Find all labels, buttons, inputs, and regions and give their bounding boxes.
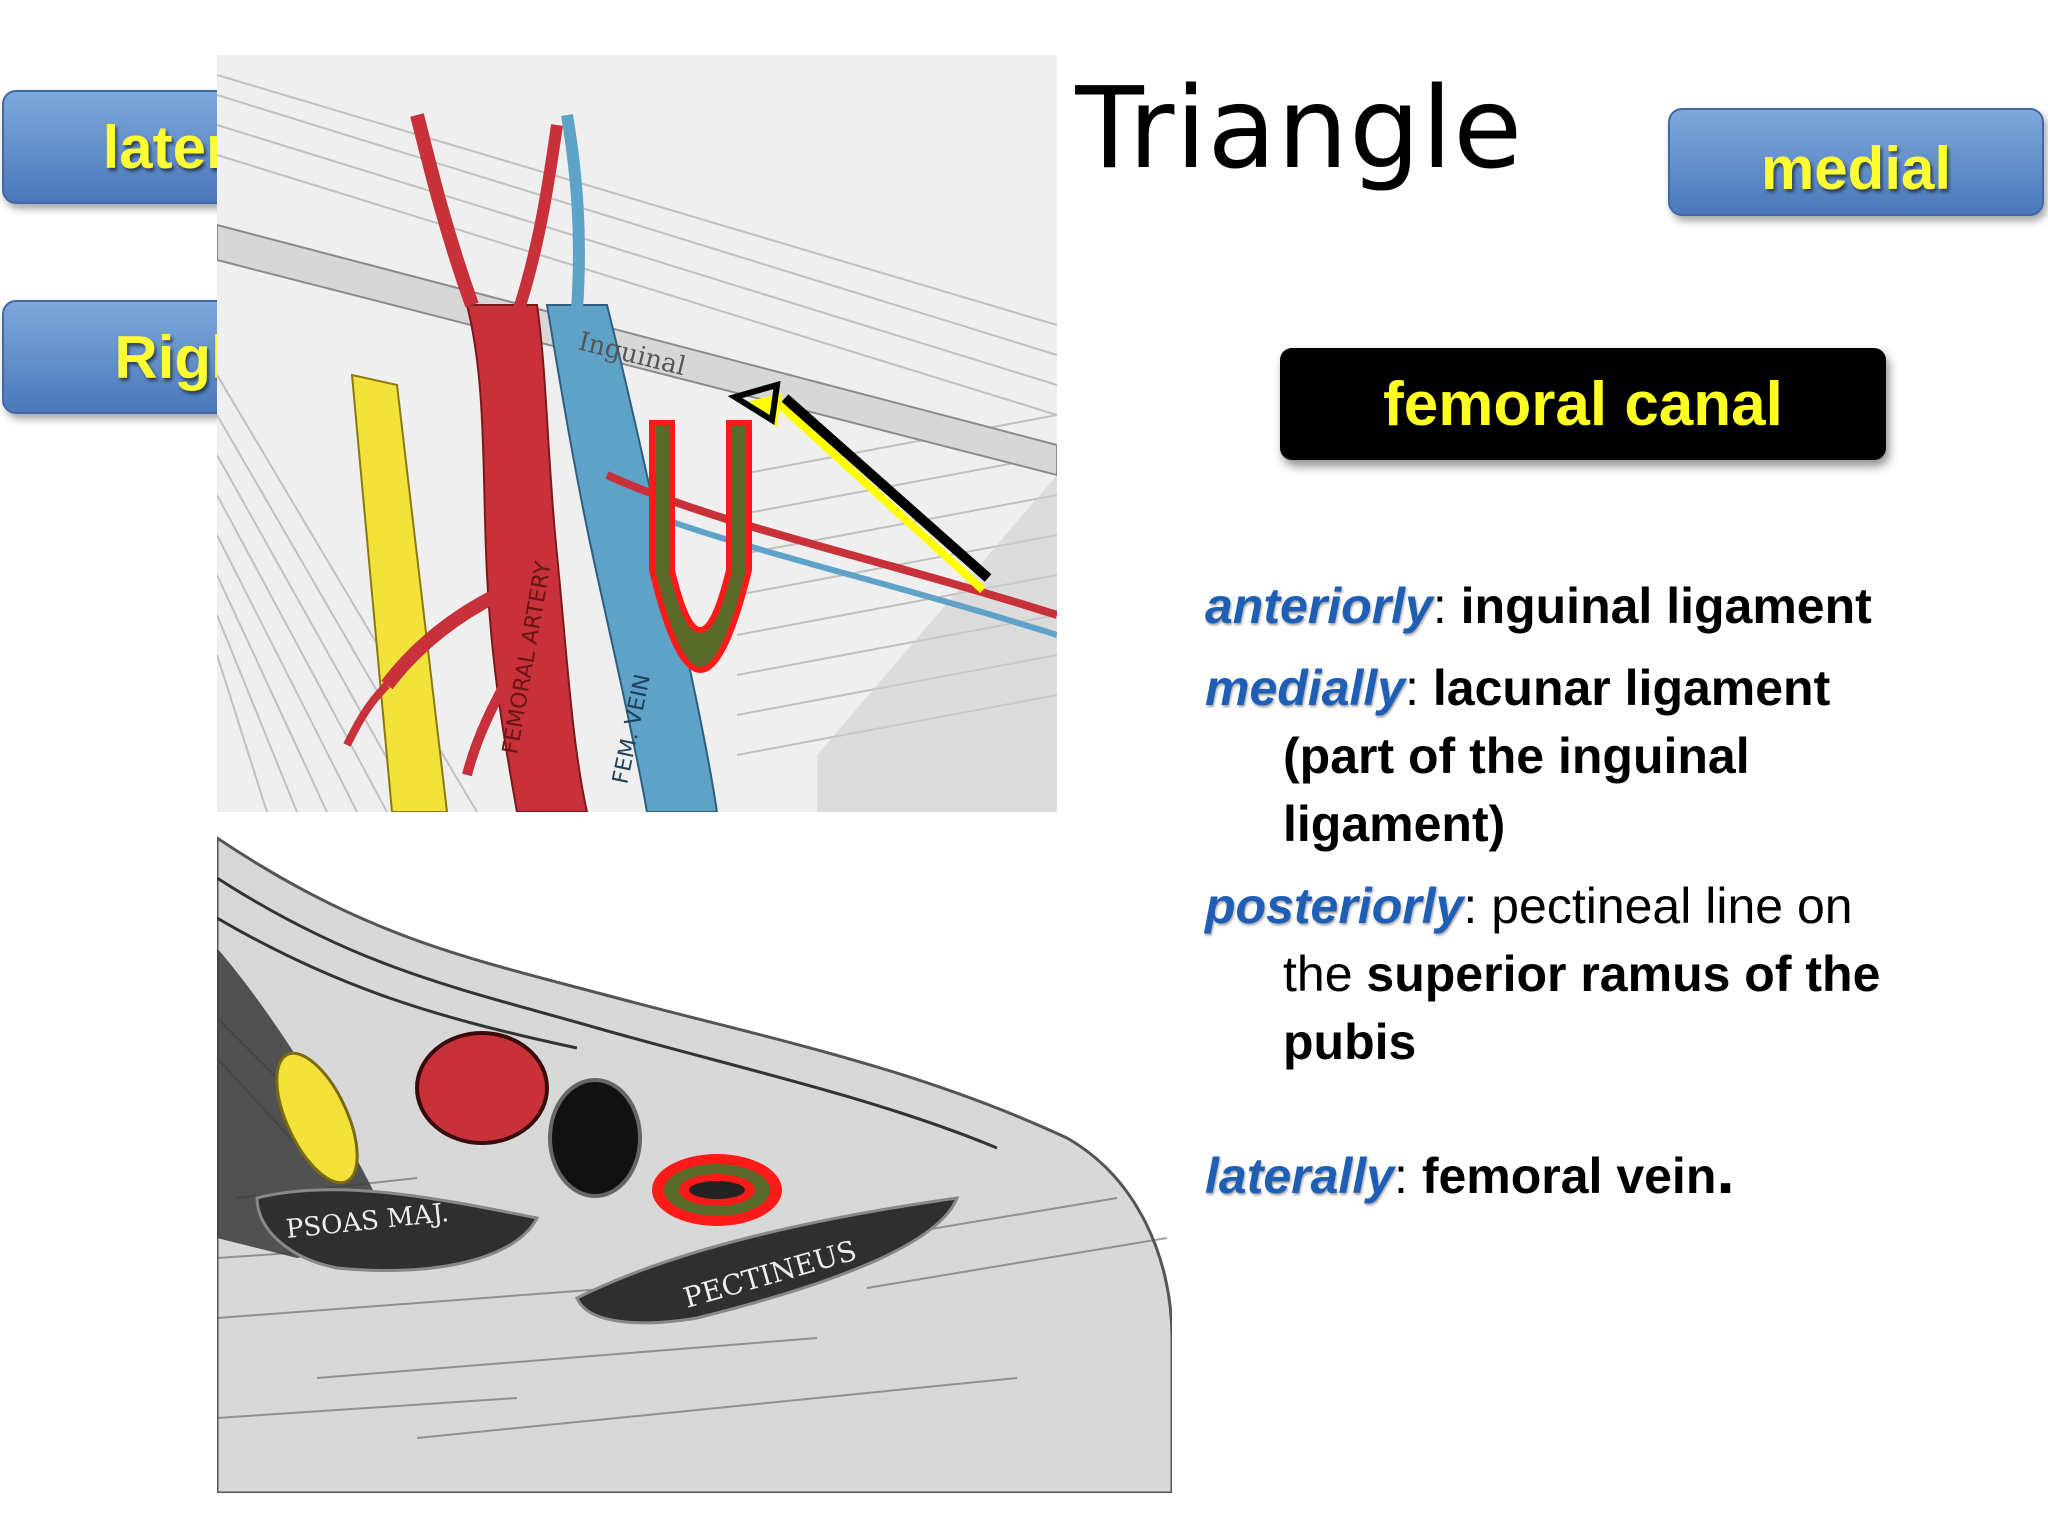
cross-section-illustration: PSOAS MAJ. PECTINEUS	[217, 818, 1172, 1493]
posteriorly-text-1: pectineal line on	[1491, 878, 1853, 934]
medially-text-2: (part of the inguinal	[1283, 728, 1750, 784]
femoral-canal-box: femoral canal	[1280, 348, 1886, 460]
keyword-posteriorly: posteriorly	[1205, 878, 1464, 934]
pectineus-muscle	[575, 1196, 960, 1325]
medially-text-3: ligament)	[1283, 796, 1506, 852]
femoral-artery-shape	[465, 304, 589, 812]
femoral-vein-shape	[545, 304, 719, 812]
artery-section	[415, 1031, 549, 1145]
femoral-triangle-illustration: Inguinal FEMORAL ARTERY FEM. VEIN	[217, 55, 1057, 812]
keyword-medially: medially	[1205, 660, 1406, 716]
femoral-canal-text: femoral canal	[1383, 369, 1783, 439]
laterally-text: femoral vein	[1421, 1148, 1717, 1204]
psoas-muscle	[255, 1188, 540, 1273]
keyword-laterally: laterally	[1205, 1148, 1395, 1204]
femoral-nerve	[350, 373, 449, 812]
posteriorly-text-2: the superior ramus of the	[1283, 946, 1881, 1002]
nerve-section	[275, 1051, 359, 1185]
keyword-anteriorly: anteriorly	[1205, 578, 1433, 634]
vein-section	[548, 1078, 642, 1198]
border-medially: medially: lacunar ligament (part of the …	[1205, 654, 2005, 858]
medial-label[interactable]: medial	[1668, 108, 2044, 216]
posteriorly-text-3: pubis	[1283, 1014, 1417, 1070]
medially-text-1: lacunar ligament	[1432, 660, 1831, 716]
border-anteriorly: anteriorly: inguinal ligament	[1205, 578, 1872, 634]
medial-label-text: medial	[1760, 134, 1952, 202]
femoral-canal-outline	[649, 420, 752, 673]
canal-borders-list: anteriorly: inguinal ligament medially: …	[1205, 572, 2005, 1210]
border-laterally: laterally: femoral vein.	[1205, 1133, 1735, 1207]
anteriorly-text: inguinal ligament	[1460, 578, 1872, 634]
muscle-fibers	[217, 74, 1057, 812]
canal-arrow	[727, 380, 992, 593]
border-posteriorly: posteriorly: pectineal line on the super…	[1205, 872, 2005, 1076]
